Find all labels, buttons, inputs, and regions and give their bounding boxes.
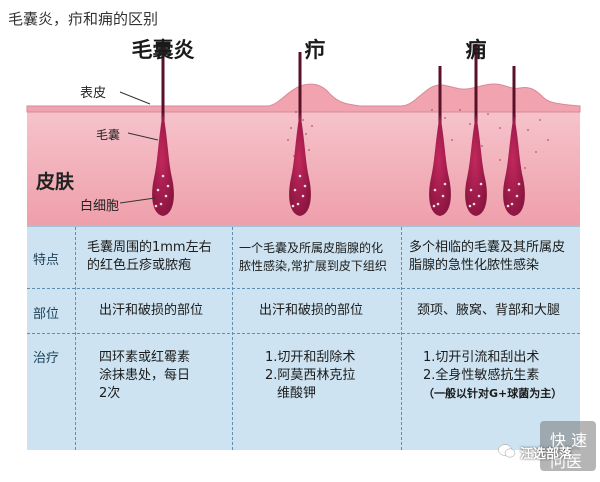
cell-line: 脂腺的急性化脓性感染 bbox=[409, 258, 540, 273]
cell-line: 1.切开和刮除术 bbox=[265, 350, 356, 365]
table-divider bbox=[27, 288, 580, 289]
table-cell: 一个毛囊及所属皮脂腺的化 脓性感染,常扩展到皮下组织 bbox=[239, 239, 387, 275]
cell-line: （一般以针对G+球菌为主） bbox=[423, 387, 563, 400]
cell-line: 2.阿莫西林克拉 bbox=[265, 368, 356, 383]
heading-carbuncle: 痈 bbox=[465, 38, 487, 62]
white-cell-dots bbox=[154, 174, 521, 208]
table-cell: 毛囊周围的1mm左右 的红色丘疹或脓疱 bbox=[87, 239, 212, 275]
table-cell: 1.切开引流和刮出术 2.全身性敏感抗生素 （一般以针对G+球菌为主） bbox=[423, 349, 562, 403]
cell-line: 毛囊周围的1mm左右 bbox=[87, 240, 212, 255]
watermark-line: 问医生 bbox=[550, 452, 583, 482]
table-cell: 出汗和破损的部位 bbox=[99, 302, 203, 320]
cell-line: 的红色丘疹或脓疱 bbox=[87, 258, 192, 273]
cell-line: 多个相临的毛囊及其所属皮 bbox=[409, 240, 566, 255]
cell-line: 四环素或红霉素 bbox=[99, 350, 191, 365]
table-divider bbox=[75, 227, 76, 450]
cell-line: 涂抹患处，每日 bbox=[99, 368, 191, 383]
heading-folliculitis: 毛囊炎 bbox=[131, 38, 195, 62]
white-cell-leader bbox=[119, 197, 156, 204]
label-epidermis: 表皮 bbox=[80, 86, 107, 101]
cell-line: 颈项、腋窝、背部和大腿 bbox=[417, 303, 561, 318]
row-label-features: 特点 bbox=[33, 253, 60, 268]
account-name: 汪选部落 bbox=[520, 447, 573, 462]
heading-furuncle: 疖 bbox=[304, 38, 326, 62]
table-divider bbox=[401, 227, 402, 450]
watermark: 快 速 问医生 bbox=[540, 421, 596, 482]
row-label-location: 部位 bbox=[33, 307, 60, 322]
row-label-treatment: 治疗 bbox=[33, 351, 60, 366]
skin-cross-section bbox=[26, 44, 581, 226]
follicle-leader bbox=[127, 132, 159, 141]
cell-line: 出汗和破损的部位 bbox=[259, 303, 364, 318]
table-cell: 多个相临的毛囊及其所属皮 脂腺的急性化脓性感染 bbox=[409, 239, 565, 275]
epidermis-leader bbox=[119, 91, 151, 105]
label-skin: 皮肤 bbox=[36, 171, 75, 193]
cell-line: 一个毛囊及所属皮脂腺的化 bbox=[239, 241, 384, 255]
label-follicle: 毛囊 bbox=[96, 128, 121, 142]
table-cell: 1.切开和刮除术 2.阿莫西林克拉 维酸钾 bbox=[265, 349, 355, 403]
table-cell: 出汗和破损的部位 bbox=[259, 302, 363, 320]
table-divider bbox=[232, 227, 233, 450]
cell-line: 1.切开引流和刮出术 bbox=[423, 350, 540, 365]
watermark-line: 快 速 bbox=[550, 431, 588, 450]
label-white-cells: 白细胞 bbox=[80, 199, 120, 214]
cell-line: 维酸钾 bbox=[277, 386, 317, 401]
cell-line: 2.全身性敏感抗生素 bbox=[423, 368, 540, 383]
page-title: 毛囊炎，疖和痈的区别 bbox=[8, 10, 159, 28]
table-cell: 颈项、腋窝、背部和大腿 bbox=[417, 302, 560, 320]
table-cell: 四环素或红霉素 涂抹患处，每日 2次 bbox=[99, 349, 190, 403]
cell-line: 2次 bbox=[99, 386, 121, 401]
comparison-table: 特点 部位 治疗 毛囊周围的1mm左右 的红色丘疹或脓疱 一个毛囊及所属皮脂腺的… bbox=[27, 225, 580, 450]
table-divider bbox=[27, 333, 580, 334]
wechat-icon bbox=[498, 444, 516, 458]
cell-line: 脓性感染,常扩展到皮下组织 bbox=[239, 259, 387, 273]
epidermis-layer bbox=[26, 83, 581, 113]
cell-line: 出汗和破损的部位 bbox=[99, 303, 204, 318]
